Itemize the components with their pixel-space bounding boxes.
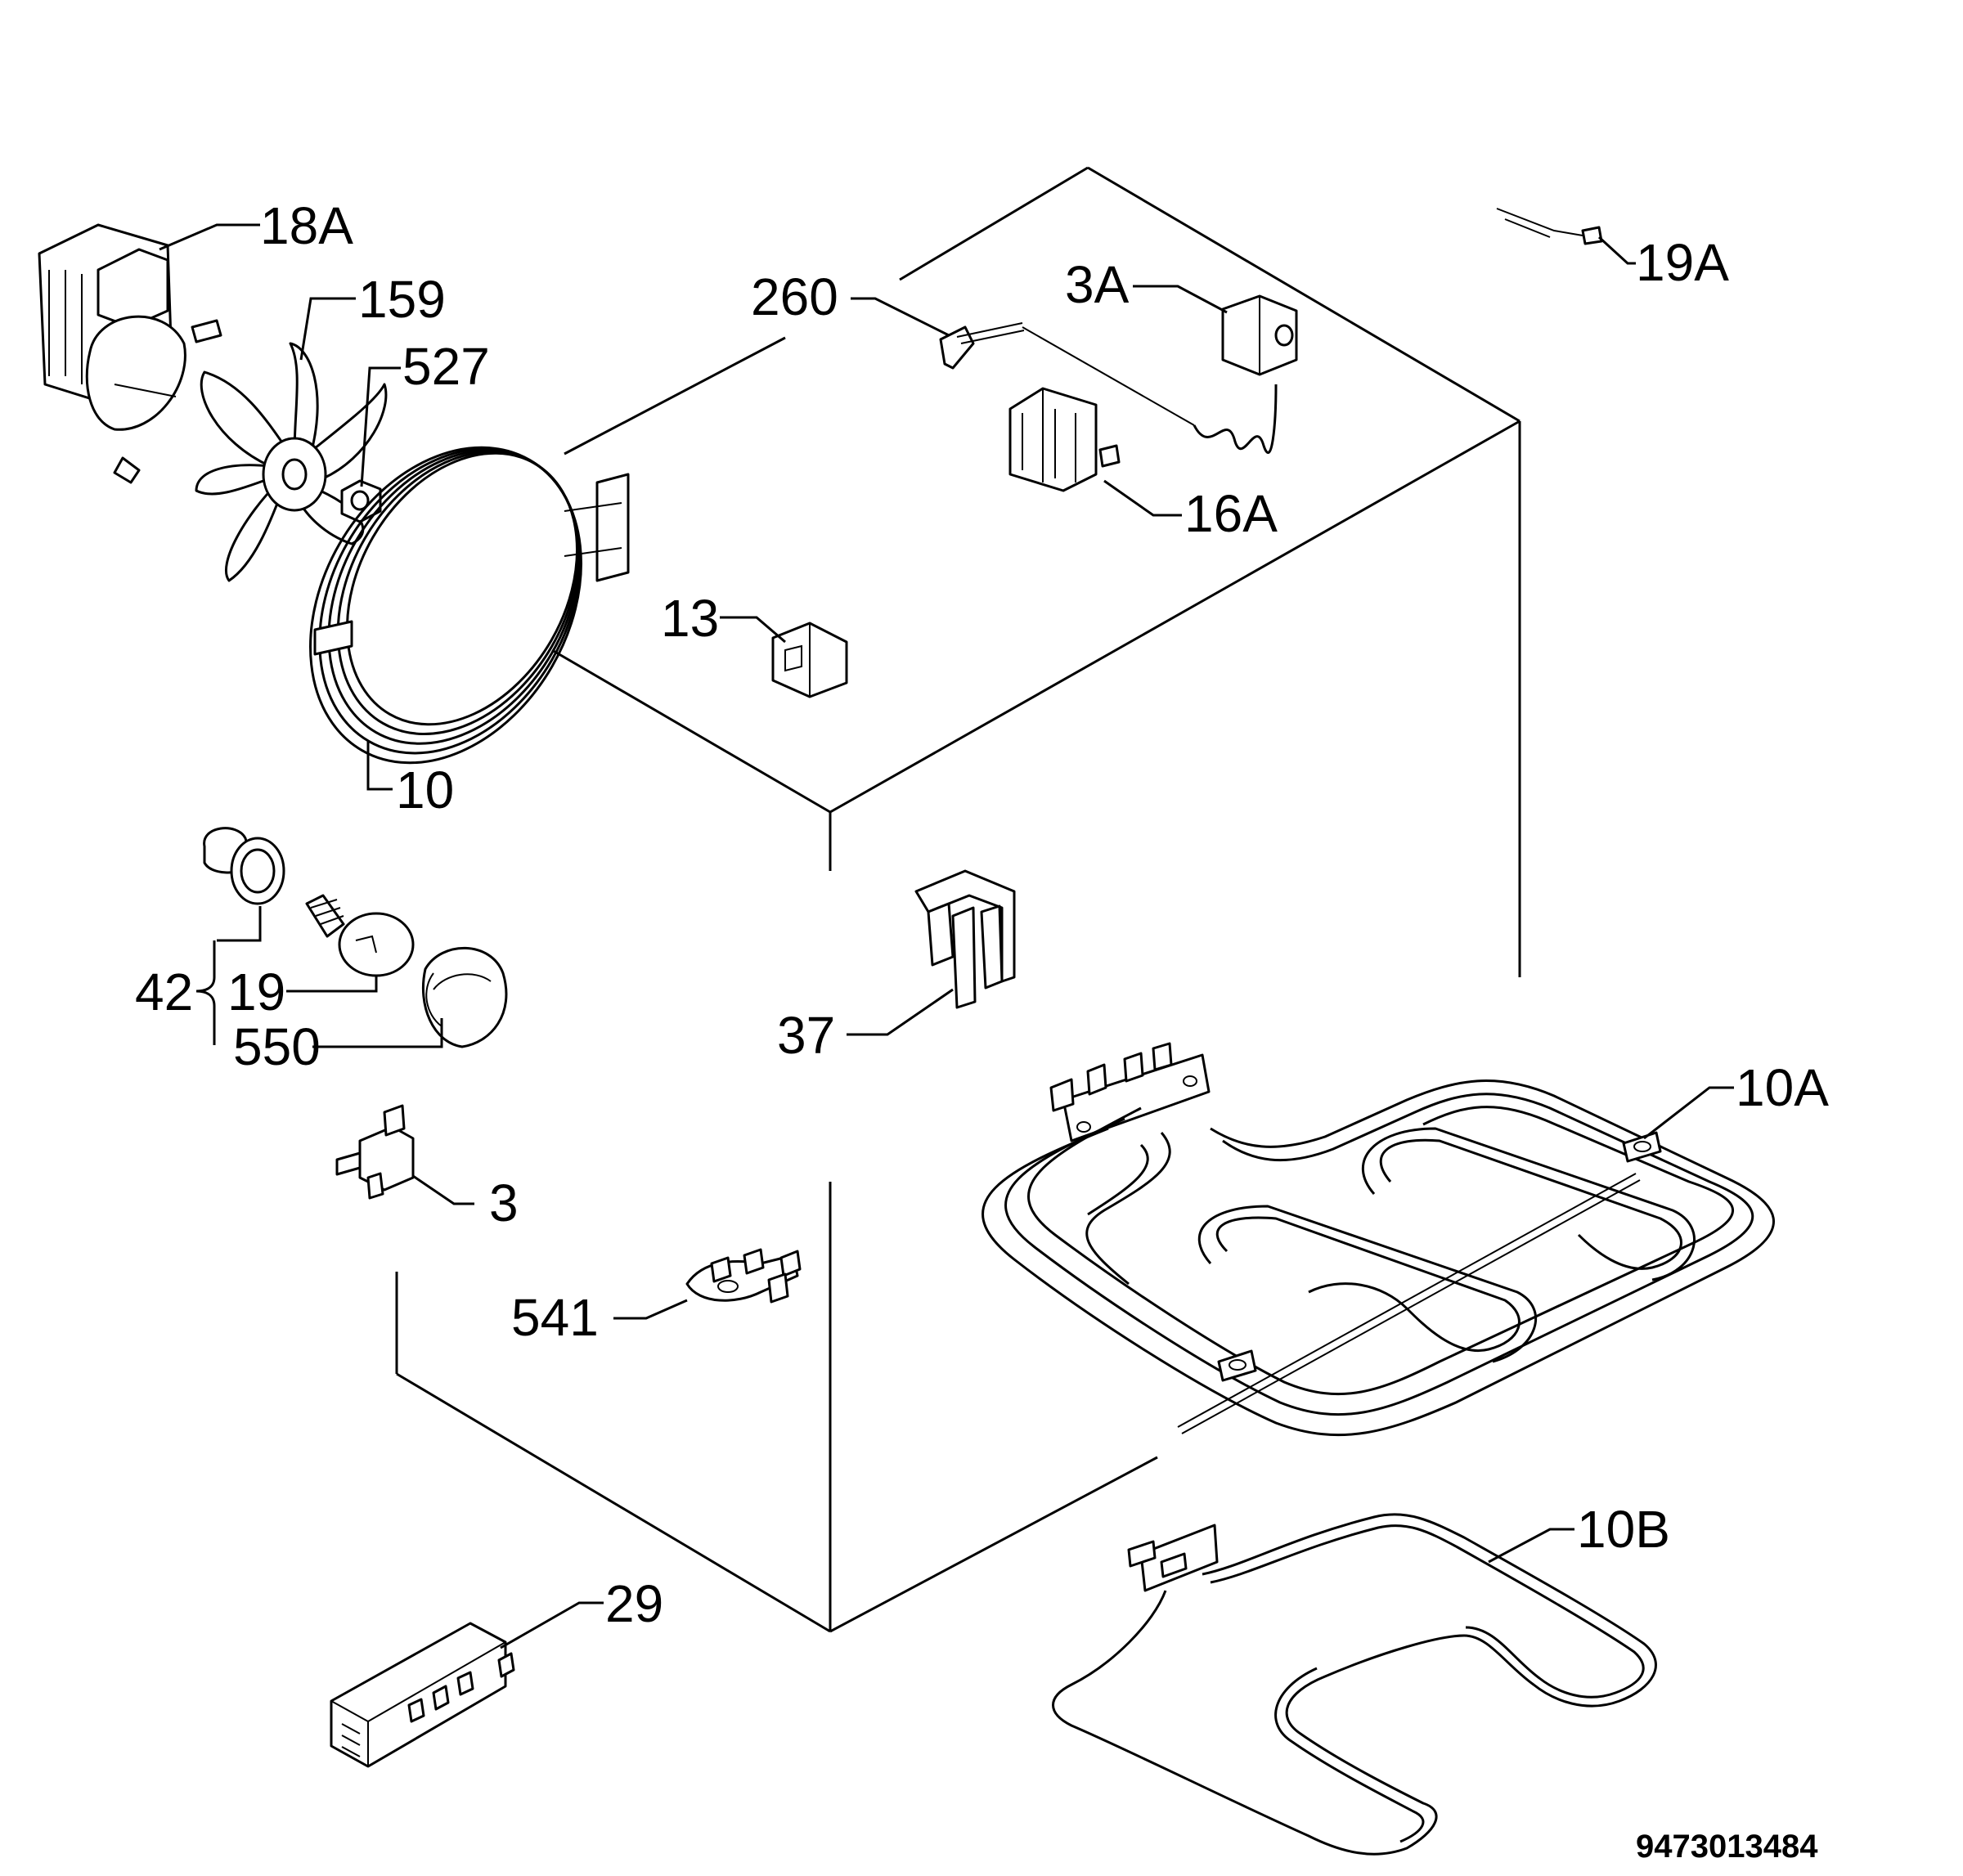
fan-motor-part[interactable]: [38, 223, 222, 484]
label-13: 13: [661, 589, 719, 648]
label-19: 19: [227, 963, 285, 1021]
leader-10: [366, 740, 393, 791]
leader-550: [312, 1018, 443, 1048]
thermostat-part[interactable]: [1193, 294, 1298, 454]
leader-10a: [1643, 1086, 1734, 1140]
label-550: 550: [233, 1017, 321, 1076]
ignition-generator-part[interactable]: [330, 1622, 515, 1768]
label-42: 42: [135, 963, 193, 1021]
leader-527: [360, 366, 401, 487]
leader-3a: [1133, 285, 1228, 314]
grill-element-part[interactable]: [982, 1042, 1775, 1437]
leader-42-top: [217, 906, 262, 942]
leader-159: [299, 297, 356, 361]
leader-37: [847, 988, 954, 1036]
leader-29: [500, 1601, 604, 1649]
label-10b: 10B: [1577, 1500, 1670, 1559]
leader-18a: [159, 223, 260, 251]
door-switch-part[interactable]: [771, 622, 848, 698]
label-10: 10: [396, 761, 454, 819]
lamp-cover-part[interactable]: [421, 946, 508, 1048]
safety-switch-part[interactable]: [335, 1104, 415, 1200]
heater-bracket-part[interactable]: [914, 869, 1016, 1009]
lamp-holder-part[interactable]: [203, 827, 285, 905]
thermostat-sensor-part[interactable]: [939, 322, 1195, 426]
label-18a: 18A: [260, 196, 353, 255]
leader-16a: [1103, 479, 1182, 517]
label-541: 541: [511, 1288, 599, 1347]
leader-13: [720, 616, 786, 644]
leader-19a: [1597, 236, 1636, 265]
label-3a: 3A: [1065, 255, 1130, 314]
label-19a: 19A: [1636, 233, 1729, 292]
lower-heater-part[interactable]: [1052, 1513, 1657, 1856]
fan-blade-part[interactable]: [195, 342, 388, 582]
leader-19: [286, 976, 378, 993]
cable-sensor-part[interactable]: [1496, 208, 1603, 245]
label-3: 3: [489, 1174, 519, 1232]
lamp-bulb-part[interactable]: [305, 894, 415, 977]
oven-cavity-outline: [395, 166, 1521, 1633]
label-37: 37: [777, 1006, 835, 1065]
drawing-number: 9473013484: [1636, 1829, 1818, 1865]
brace-42: [195, 940, 216, 1045]
leader-10b: [1488, 1528, 1574, 1564]
label-159: 159: [358, 270, 446, 329]
leader-260: [851, 297, 950, 337]
label-527: 527: [402, 337, 490, 396]
leader-3: [412, 1174, 474, 1205]
selector-switch-part[interactable]: [1008, 387, 1121, 492]
label-10a: 10A: [1736, 1058, 1829, 1117]
leader-541: [613, 1299, 688, 1320]
label-16a: 16A: [1184, 484, 1278, 543]
fan-nut-part[interactable]: [340, 479, 382, 523]
terminal-block-part[interactable]: [685, 1248, 802, 1304]
label-29: 29: [605, 1574, 663, 1633]
label-260: 260: [751, 267, 838, 326]
